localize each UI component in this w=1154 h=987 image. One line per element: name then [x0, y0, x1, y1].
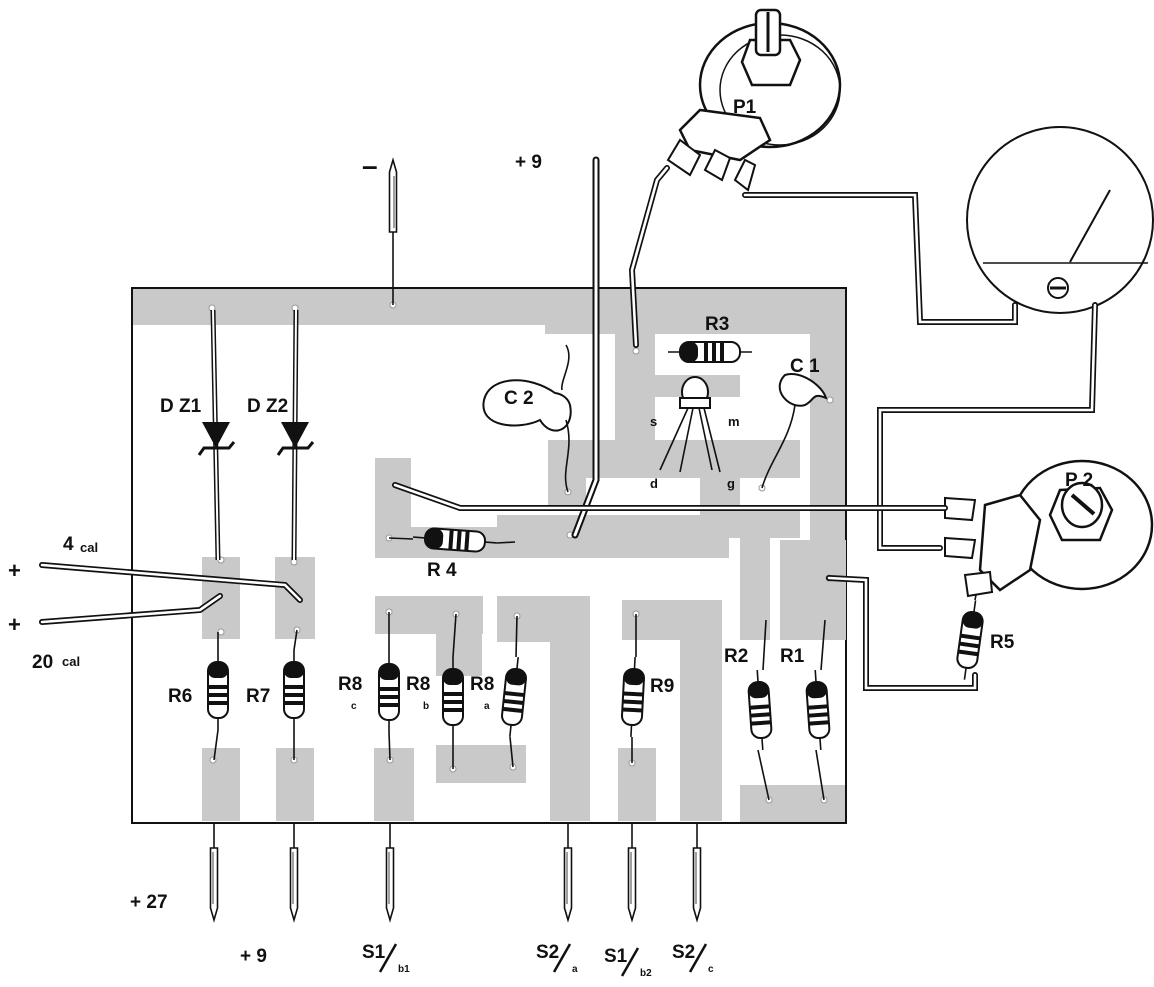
p2-wire-r5-inner — [827, 576, 977, 690]
resistor-r5 — [953, 584, 987, 683]
label-r8a-sub: a — [484, 701, 490, 712]
meter-wire-p1-inner — [743, 193, 1017, 324]
resistor-r7 — [283, 629, 305, 760]
label-r5: R5 — [990, 632, 1015, 653]
label-s1b2: S1 b2 — [604, 946, 652, 979]
top-minus-pin — [388, 159, 398, 305]
label-r1: R1 — [780, 646, 805, 667]
label-s2a-sub: a — [572, 964, 578, 975]
label-s1b2-main: S1 — [604, 946, 628, 967]
p2-wire-r4-inner — [393, 483, 947, 510]
meter-wire-p2-inner — [878, 303, 1097, 550]
label-s2c-sub: c — [708, 964, 714, 975]
label-plus27: + 27 — [130, 892, 168, 913]
resistor-r2 — [746, 619, 774, 801]
label-r8b: R8 — [406, 674, 430, 695]
label-c2: C 2 — [504, 388, 534, 409]
label-dz2: D Z2 — [247, 396, 288, 417]
top-plus9-pin — [571, 156, 600, 539]
p2-wire-r5 — [826, 575, 978, 691]
label-r7: R7 — [246, 686, 270, 707]
meter — [966, 126, 1154, 314]
label-cal4-plus: + — [8, 558, 21, 583]
bottom-s1b2-pin — [627, 822, 637, 921]
label-s1b2-sub: b2 — [640, 968, 652, 979]
label-dz1: D Z1 — [160, 396, 202, 417]
label-s2a: S2 a — [536, 942, 578, 975]
label-c1: C 1 — [790, 356, 820, 377]
potentiometer-p1 — [666, 8, 842, 192]
zener-diode-dz2 — [276, 309, 315, 561]
bottom-s2a-pin — [563, 822, 573, 921]
label-cal20-num: 20 — [32, 652, 53, 673]
bottom-s1b1-pin — [385, 822, 395, 921]
label-p1: P1 — [733, 97, 757, 118]
label-cal20-plus: + — [8, 612, 21, 637]
resistor-r1 — [804, 619, 832, 801]
resistor-r6 — [207, 632, 229, 761]
resistor-r8c — [378, 612, 400, 761]
resistor-r8a — [498, 615, 530, 768]
label-r6: R6 — [168, 686, 192, 707]
label-r9: R9 — [650, 676, 674, 697]
resistor-r4 — [388, 526, 516, 554]
label-s1b1: S1 b1 — [362, 942, 410, 975]
label-r4: R 4 — [427, 560, 457, 581]
label-s1b1-sub: b1 — [398, 964, 410, 975]
label-fet-g: g — [727, 476, 735, 491]
label-s1b1-main: S1 — [362, 942, 386, 963]
cal-4-wire — [39, 562, 303, 603]
bottom-plus27-pin — [209, 822, 219, 921]
resistor-r9 — [619, 614, 647, 763]
label-s2c: S2 c — [672, 942, 714, 975]
label-minus: – — [362, 150, 378, 181]
capacitor-c2 — [482, 344, 572, 493]
bottom-s2c-pin — [692, 822, 702, 921]
label-fet-m: m — [728, 414, 740, 429]
label-s2c-main: S2 — [672, 942, 695, 963]
potentiometer-p2 — [944, 459, 1154, 598]
label-r8c-sub: c — [351, 701, 357, 712]
label-r8a: R8 — [470, 674, 494, 695]
label-s2a-main: S2 — [536, 942, 559, 963]
zener-diode-dz1 — [197, 309, 236, 561]
label-r8b-sub: b — [423, 701, 429, 712]
label-plus9-bottom: + 9 — [240, 946, 267, 967]
label-plus9-top: + 9 — [515, 152, 542, 173]
label-cal20-unit: cal — [62, 654, 80, 669]
label-r2: R2 — [724, 646, 748, 667]
capacitor-c1 — [761, 373, 828, 489]
resistor-r8b — [442, 613, 464, 769]
label-fet-s: s — [650, 414, 657, 429]
p1-wire-inner — [630, 166, 669, 347]
label-cal4-num: 4 — [63, 534, 74, 555]
label-fet-d: d — [650, 476, 658, 491]
bottom-plus9-pin — [289, 822, 299, 921]
label-r8c: R8 — [338, 674, 362, 695]
label-r3: R3 — [705, 314, 729, 335]
fet-transistor — [659, 376, 721, 473]
cal-20-wire — [39, 593, 223, 625]
label-cal4-unit: cal — [80, 540, 98, 555]
label-p2: P 2 — [1065, 470, 1093, 491]
